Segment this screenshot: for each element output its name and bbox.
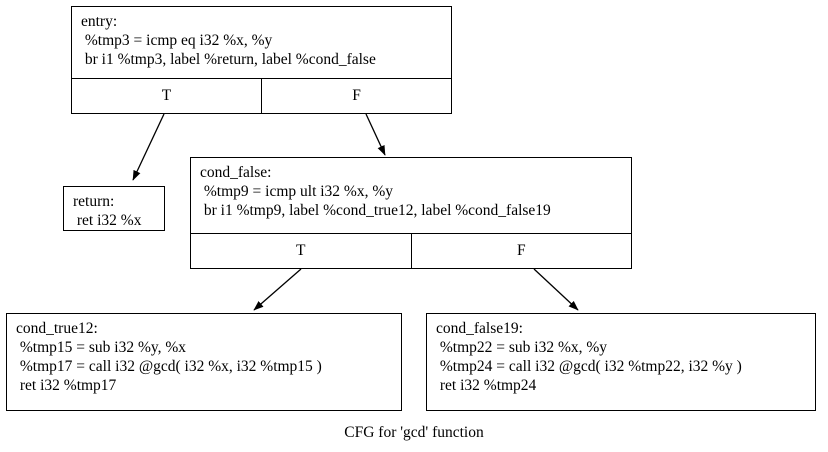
node-cond-false19-line-0: cond_false19:: [436, 320, 523, 337]
node-return-line-1: ret i32 %x: [73, 212, 142, 229]
node-cond-false-line-0: cond_false:: [200, 164, 272, 181]
node-cond-false-port-false[interactable]: F: [410, 234, 632, 268]
node-cond-true12-line-0: cond_true12:: [16, 320, 98, 337]
node-cond-true12-line-1: %tmp15 = sub i32 %y, %x: [16, 339, 187, 356]
edge-entry-T-to-return: [132, 113, 165, 181]
node-entry-body: entry: %tmp3 = icmp eq i32 %x, %y br i1 …: [72, 7, 451, 78]
node-return[interactable]: return: ret i32 %x: [63, 186, 165, 231]
node-cond-false[interactable]: cond_false: %tmp9 = icmp ult i32 %x, %y …: [190, 157, 632, 269]
node-cond-false-ports: T F: [191, 233, 631, 268]
node-entry-port-false[interactable]: F: [261, 79, 451, 113]
node-cond-false19-line-3: ret i32 %tmp24: [436, 377, 537, 394]
node-entry-line-2: br i1 %tmp3, label %return, label %cond_…: [81, 51, 376, 68]
node-cond-false-body: cond_false: %tmp9 = icmp ult i32 %x, %y …: [191, 158, 631, 233]
node-cond-true12[interactable]: cond_true12: %tmp15 = sub i32 %y, %x %tm…: [6, 313, 402, 411]
node-return-body: return: ret i32 %x: [64, 187, 164, 236]
node-entry-ports: T F: [72, 78, 451, 113]
node-cond-false-line-1: %tmp9 = icmp ult i32 %x, %y: [200, 183, 394, 200]
node-cond-true12-line-3: ret i32 %tmp17: [16, 377, 117, 394]
node-cond-false19[interactable]: cond_false19: %tmp22 = sub i32 %x, %y %t…: [426, 313, 816, 411]
node-entry[interactable]: entry: %tmp3 = icmp eq i32 %x, %y br i1 …: [71, 6, 452, 114]
edge-entry-F-to-cond-false: [365, 113, 386, 156]
node-cond-true12-body: cond_true12: %tmp15 = sub i32 %y, %x %tm…: [7, 314, 401, 410]
node-entry-line-0: entry:: [81, 13, 118, 30]
edge-cond-false-F-to-cond-false19: [533, 268, 579, 311]
graph-caption: CFG for 'gcd' function: [344, 424, 484, 441]
edge-cond-false-T-to-cond-true12: [253, 268, 302, 311]
node-cond-false19-body: cond_false19: %tmp22 = sub i32 %x, %y %t…: [427, 314, 815, 410]
node-cond-false19-line-2: %tmp24 = call i32 @gcd( i32 %tmp22, i32 …: [436, 358, 742, 375]
node-cond-false-port-true[interactable]: T: [296, 242, 306, 259]
node-cond-false19-line-1: %tmp22 = sub i32 %x, %y: [436, 339, 608, 356]
node-cond-true12-line-2: %tmp17 = call i32 @gcd( i32 %x, i32 %tmp…: [16, 358, 322, 375]
node-entry-line-1: %tmp3 = icmp eq i32 %x, %y: [81, 32, 273, 49]
node-return-line-0: return:: [73, 193, 115, 210]
node-entry-port-true[interactable]: T: [161, 87, 172, 104]
node-cond-false-line-2: br i1 %tmp9, label %cond_true12, label %…: [200, 202, 551, 219]
